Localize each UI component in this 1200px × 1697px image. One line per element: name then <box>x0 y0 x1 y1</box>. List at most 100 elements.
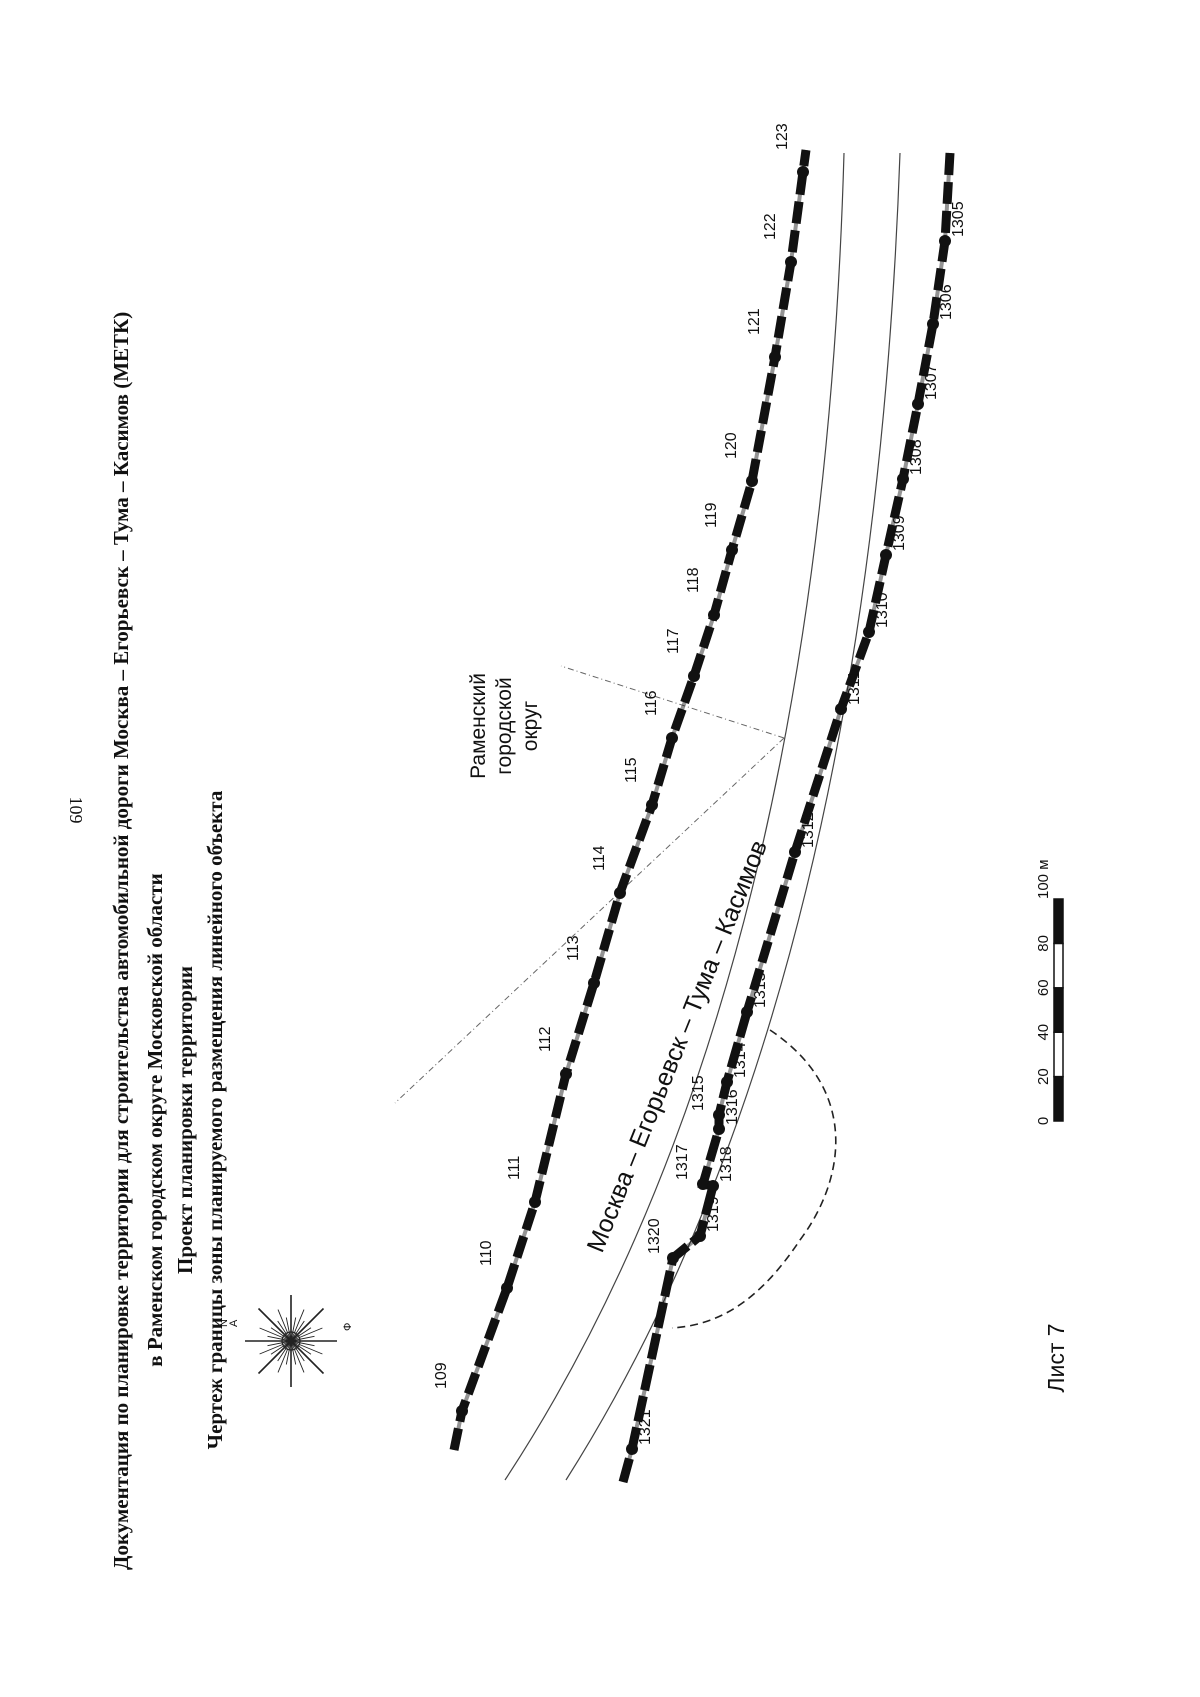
boundary-point-marker <box>785 256 797 268</box>
compass-center <box>281 1331 301 1351</box>
boundary-point-marker <box>614 887 626 899</box>
boundary-point-label: 1313 <box>752 972 769 1008</box>
compass-ray <box>290 1335 315 1342</box>
title-block: Документация по планировке территории дл… <box>109 312 227 1570</box>
boundary-point-label: 109 <box>433 1362 450 1389</box>
district-leaders <box>394 665 785 1104</box>
boundary-point-marker <box>456 1405 468 1417</box>
boundary-point-label: 1314 <box>732 1042 749 1078</box>
boundary-point-label: 1305 <box>950 201 967 237</box>
page-number: 109 <box>66 797 86 824</box>
boundary-point-marker <box>560 1068 572 1080</box>
district-label: Раменский городской округ <box>467 673 542 779</box>
boundary-point-marker <box>588 977 600 989</box>
compass-ray <box>267 1335 292 1342</box>
scale-bar-segment <box>1053 1031 1064 1078</box>
north-point-122: 122 <box>762 213 797 268</box>
compass-ray <box>259 1327 292 1342</box>
compass-ray <box>290 1340 305 1362</box>
north-point-114: 114 <box>591 845 626 899</box>
scale-bar-tick-label: 80 <box>1035 935 1052 952</box>
boundary-point-marker <box>529 1196 541 1208</box>
north-point-123: 123 <box>774 123 809 178</box>
ramp-point-1319: 1319 <box>694 1196 722 1242</box>
boundary-point-label: 110 <box>478 1240 495 1266</box>
ramp-point-1316: 1316 <box>713 1089 741 1135</box>
title-line-4: Чертеж границы зоны планируемого размеще… <box>203 790 227 1449</box>
boundary-point-marker <box>707 1180 719 1192</box>
north-point-111: 111 <box>506 1156 541 1208</box>
boundary-point-marker <box>863 626 875 638</box>
boundary-point-marker <box>501 1282 513 1294</box>
boundary-point-label: 1310 <box>874 592 891 628</box>
compass-ray <box>285 1340 292 1365</box>
boundary-point-label: 1311 <box>846 670 863 705</box>
sheet-label: Лист 7 <box>1043 1323 1069 1392</box>
boundary-point-marker <box>769 351 781 363</box>
title-line-1: Документация по планировке территории дл… <box>109 312 133 1570</box>
district-leader-1 <box>394 737 785 1104</box>
south-point-1309: 1309 <box>880 515 908 561</box>
scale-bar-tick-label: 0 <box>1035 1117 1052 1125</box>
boundary-point-label: 122 <box>762 213 779 240</box>
scale-bar-segment <box>1053 1075 1064 1122</box>
boundary-point-label: 1316 <box>724 1089 741 1125</box>
boundary-point-marker <box>708 609 720 621</box>
compass-ray <box>270 1340 292 1355</box>
compass-ray <box>290 1340 305 1373</box>
south-point-1313: 1313 <box>741 972 769 1018</box>
north-boundary-line <box>449 149 811 1451</box>
boundary-point-label: 1312 <box>800 812 817 848</box>
boundary-point-label: 1306 <box>938 284 955 320</box>
compass-ray <box>259 1340 292 1355</box>
boundary-point-marker <box>880 549 892 561</box>
north-point-119: 119 <box>703 502 738 556</box>
boundary-point-marker <box>741 1006 753 1018</box>
road-edge-north <box>504 152 845 1481</box>
boundary-point-marker <box>726 544 738 556</box>
road-edges <box>504 152 901 1481</box>
boundary-point-label: 117 <box>665 628 682 654</box>
compass-ray <box>290 1307 325 1342</box>
compass-ray <box>290 1340 315 1347</box>
boundary-point-label: 1317 <box>674 1144 691 1180</box>
north-point-112: 112 <box>537 1026 572 1080</box>
ramp-point-1321: 1321 <box>626 1409 654 1455</box>
south-point-1312: 1312 <box>789 812 817 858</box>
boundary-point-label: 114 <box>591 845 608 871</box>
title-line-3: Проект планировки территории <box>173 966 197 1274</box>
boundary-point-marker <box>721 1076 733 1088</box>
boundary-point-label: 1319 <box>705 1196 722 1232</box>
boundary-point-marker <box>626 1443 638 1455</box>
title-line-2: в Раменском городском округе Московской … <box>143 873 167 1367</box>
south-point-1308: 1308 <box>897 439 925 485</box>
boundary-point-marker <box>667 1252 679 1264</box>
boundary-point-marker <box>912 398 924 410</box>
south-point-1307: 1307 <box>912 364 940 410</box>
boundary-point-marker <box>927 318 939 330</box>
scale-bar-segment <box>1053 898 1064 945</box>
south-boundary-line <box>742 152 955 1014</box>
north-point-113: 113 <box>565 935 600 989</box>
south-points-group: 1305 1306 1307 1308 1309 1310 1311 1312 1313 <box>741 201 967 1018</box>
ramp-point-1318: 1318 <box>707 1146 735 1192</box>
boundary-core <box>452 149 808 1451</box>
compass-ray <box>257 1307 292 1342</box>
boundary-point-marker <box>697 1178 709 1190</box>
district-label-line-1: Раменский <box>467 673 490 779</box>
north-point-117: 117 <box>665 628 700 682</box>
scale-bar-segment <box>1053 987 1064 1033</box>
boundary-core <box>745 152 952 1013</box>
boundary-point-marker <box>797 166 809 178</box>
north-point-120: 120 <box>723 432 758 487</box>
boundary-point-label: 115 <box>623 757 640 783</box>
north-points-group: 1091101111121131141151161171181191201211… <box>433 123 809 1417</box>
boundary-point-label: 1321 <box>637 1409 654 1445</box>
ramp-point-1315: 1315 <box>690 1075 725 1121</box>
compass-ray <box>290 1340 323 1355</box>
compass-ray <box>257 1340 292 1375</box>
boundary-point-label: 1308 <box>908 439 925 475</box>
boundary-stroke <box>742 152 955 1014</box>
